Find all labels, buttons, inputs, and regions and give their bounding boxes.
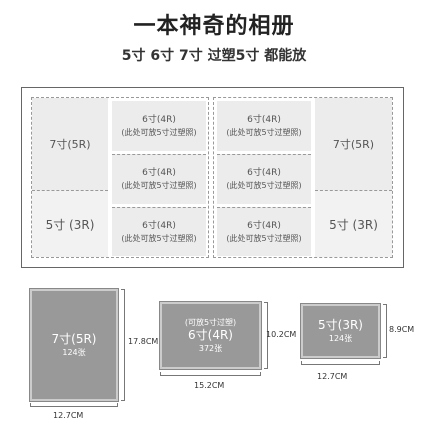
photo-6inch: (可放5寸过塑) 6寸(4R) 372张 — [160, 302, 261, 369]
slot-7inch-left: 7寸(5R) — [32, 98, 108, 190]
slot-note: (此处可放5寸过塑照) — [226, 233, 302, 243]
photo-size: 6寸(4R) — [188, 328, 233, 342]
slot-label: 7寸(5R) — [49, 138, 91, 151]
width-bracket-6inch — [160, 372, 261, 376]
slot-label: 7寸(5R) — [332, 138, 375, 151]
album-diagram: 7寸(5R) 5寸 (3R) 6寸(4R) (此处可放5寸过塑照) 6寸(4R)… — [21, 87, 404, 268]
photo-count: 124张 — [328, 334, 353, 343]
slot-size: 6寸(4R) — [142, 114, 176, 125]
width-bracket-5inch — [301, 361, 380, 365]
photo-size: 5寸(3R) — [318, 318, 363, 332]
height-label-6inch: 10.2CM — [266, 330, 297, 339]
width-label-6inch: 15.2CM — [194, 381, 225, 390]
slot-label: 5寸 (3R) — [45, 217, 95, 232]
slot-note: (此处可放5寸过塑照) — [121, 127, 197, 137]
slot-note: (此处可放5寸过塑照) — [226, 127, 302, 137]
photo-count: 372张 — [198, 344, 223, 353]
slot-note: (此处可放5寸过塑照) — [121, 181, 197, 190]
slot-5inch-left: 5寸 (3R) — [32, 190, 108, 257]
page-title: 一本神奇的相册 — [133, 14, 295, 39]
slot-size: 6寸(4R) — [247, 114, 281, 125]
page-subtitle: 5寸 6寸 7寸 过塑5寸 都能放 — [121, 48, 307, 64]
width-label-5inch: 12.7CM — [317, 372, 348, 381]
slot-6inch-left-3: 6寸(4R) (此处可放5寸过塑照) — [112, 207, 206, 256]
photo-note: (可放5寸过塑) — [184, 318, 237, 327]
slot-6inch-left-1: 6寸(4R) (此处可放5寸过塑照) — [112, 101, 206, 151]
photo-count: 124张 — [62, 348, 86, 357]
height-bracket-5inch — [383, 304, 387, 358]
slot-7inch-right: 7寸(5R) — [315, 98, 392, 190]
photo-7inch: 7寸(5R) 124张 — [30, 289, 118, 401]
slot-5inch-right: 5寸 (3R) — [315, 190, 392, 257]
photo-size: 7寸(5R) — [51, 332, 97, 346]
slot-note: (此处可放5寸过塑照) — [226, 181, 302, 190]
album-left-page: 7寸(5R) 5寸 (3R) 6寸(4R) (此处可放5寸过塑照) 6寸(4R)… — [31, 97, 209, 258]
slot-6inch-right-3: 6寸(4R) (此处可放5寸过塑照) — [217, 207, 311, 256]
width-bracket-7inch — [30, 403, 118, 407]
slot-label: 5寸 (3R) — [329, 217, 378, 232]
slot-6inch-right-1: 6寸(4R) (此处可放5寸过塑照) — [217, 101, 311, 151]
width-label-7inch: 12.7CM — [53, 411, 84, 420]
slot-6inch-right-2: 6寸(4R) (此处可放5寸过塑照) — [217, 154, 311, 204]
photo-5inch: 5寸(3R) 124张 — [301, 304, 380, 358]
height-label-5inch: 8.9CM — [389, 325, 415, 334]
album-right-page: 6寸(4R) (此处可放5寸过塑照) 6寸(4R) (此处可放5寸过塑照) 6寸… — [213, 97, 393, 258]
slot-6inch-left-2: 6寸(4R) (此处可放5寸过塑照) — [112, 154, 206, 204]
height-bracket-6inch — [264, 302, 268, 369]
slot-size: 6寸(4R) — [142, 220, 176, 231]
slot-size: 6寸(4R) — [142, 168, 176, 178]
slot-size: 6寸(4R) — [247, 168, 281, 178]
slot-size: 6寸(4R) — [247, 220, 281, 231]
slot-note: (此处可放5寸过塑照) — [121, 233, 197, 243]
height-label-7inch: 17.8CM — [128, 337, 159, 346]
height-bracket-7inch — [121, 289, 125, 401]
